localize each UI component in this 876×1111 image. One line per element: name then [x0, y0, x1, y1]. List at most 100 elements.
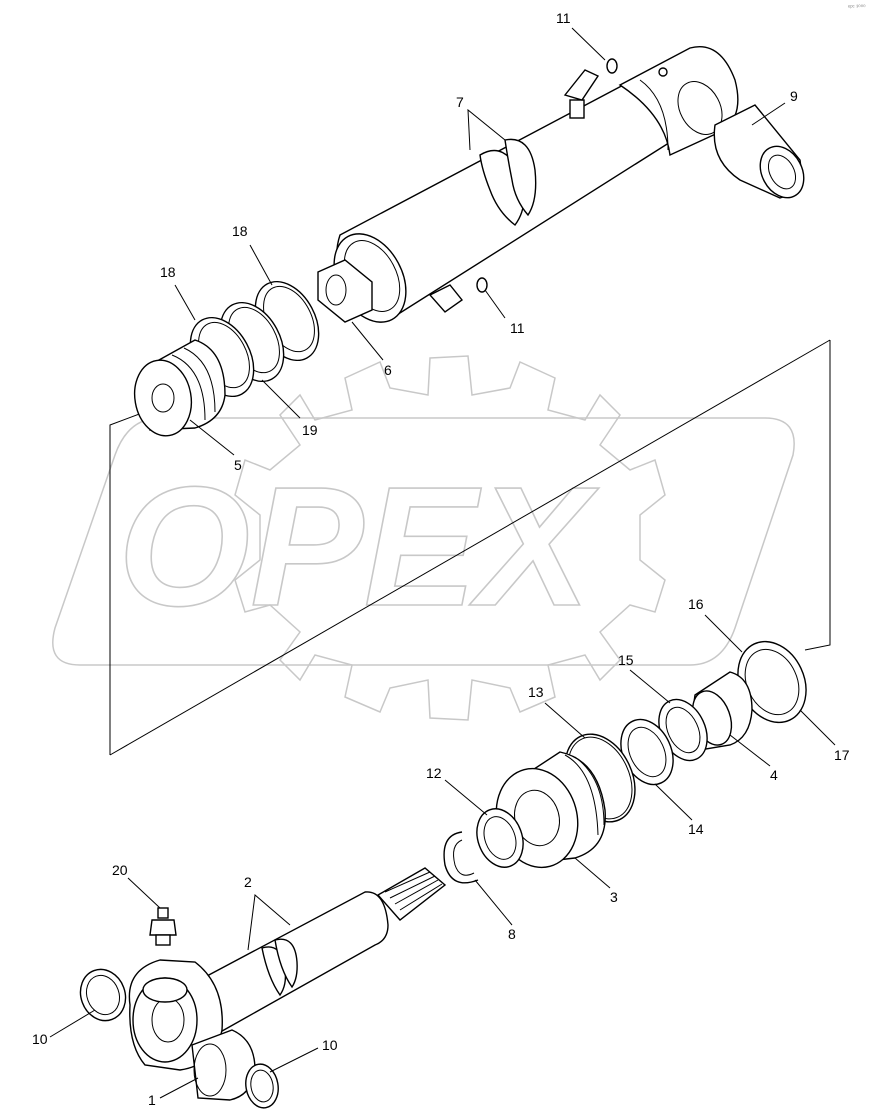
leader-19	[261, 379, 301, 419]
nipple-hex	[149, 919, 177, 936]
label-4: 4	[770, 767, 778, 783]
leader-10-right	[269, 1047, 319, 1073]
washer-part-10-right	[245, 1063, 279, 1109]
leader-1	[159, 1077, 199, 1099]
barrel-break-b	[504, 138, 537, 217]
gland-thread-2	[574, 756, 605, 826]
leader-18-left	[174, 284, 196, 321]
label-19: 19	[302, 422, 318, 438]
leader-15	[629, 669, 671, 704]
leader-11-bottom	[484, 289, 506, 319]
label-14: 14	[688, 821, 704, 837]
snapring-part-8	[443, 831, 479, 884]
label-9: 9	[790, 88, 798, 104]
label-17: 17	[834, 747, 850, 763]
leader-20	[127, 877, 161, 909]
leader-5	[189, 419, 235, 456]
corner-mark: ᵉᵖᶜ ³⁰⁰⁰	[848, 4, 866, 11]
leader-8	[474, 879, 513, 926]
piston-groove-2	[183, 347, 216, 413]
rod-eye-part-1	[128, 959, 256, 1101]
label-13: 13	[528, 684, 544, 700]
rod-thread-lines	[384, 871, 443, 911]
label-8: 8	[508, 926, 516, 942]
rod-seals	[443, 808, 524, 884]
clevis-collar	[639, 79, 669, 151]
nut-bore	[325, 274, 347, 306]
clevis-bore	[677, 81, 723, 135]
snapring-part-8-inner	[453, 839, 475, 876]
piston-part-5	[133, 339, 226, 437]
piston-face	[133, 359, 193, 437]
oring-part-11-bottom	[476, 277, 488, 293]
eye-bushing-end	[193, 1043, 227, 1097]
watermark-badge-outline	[52, 417, 795, 666]
seal-part-12	[476, 808, 524, 868]
nipple-thread	[155, 934, 171, 946]
grease-boss	[142, 977, 188, 1003]
guide-diagonal	[109, 339, 831, 756]
gland-thread-1	[564, 754, 599, 836]
label-16: 16	[688, 596, 704, 612]
guide-left	[109, 409, 151, 755]
rod-part-2	[189, 867, 447, 1036]
label-18-top: 18	[232, 223, 248, 239]
seal-part-12-inner	[483, 816, 517, 860]
barrel-part-7	[333, 46, 739, 323]
grease-hole	[658, 67, 668, 77]
rod-thread	[376, 867, 447, 921]
leader-2	[247, 894, 291, 951]
part-labels: 11 9 7 11 6 18 18 19 5 16 15 13 17 4 14 …	[32, 10, 850, 1108]
leader-17	[799, 709, 836, 746]
nut-hex	[317, 259, 373, 323]
watermark-text: OPEX	[118, 452, 599, 642]
head-elbow-fitting	[428, 284, 464, 313]
leader-12	[444, 779, 488, 816]
bushing-part-9	[713, 104, 805, 199]
label-18-left: 18	[160, 264, 176, 280]
label-12: 12	[426, 765, 442, 781]
assembly-guide-lines	[109, 339, 831, 756]
barrel-elbow-fitting	[563, 69, 600, 101]
nut-part-6	[317, 259, 373, 323]
oring-part-11-top	[606, 58, 618, 74]
washer-part-10-left-inner	[85, 974, 121, 1016]
label-1: 1	[148, 1092, 156, 1108]
guide-right	[804, 340, 831, 651]
rod-break-b	[274, 938, 298, 989]
leader-14	[654, 783, 693, 821]
head-seals	[564, 640, 807, 823]
label-15: 15	[618, 652, 634, 668]
barrel-port-boss	[569, 99, 585, 119]
label-10-right: 10	[322, 1037, 338, 1053]
nipple-head	[157, 907, 169, 919]
bushing-end	[759, 145, 805, 199]
leader-7	[467, 108, 506, 151]
label-10-left: 10	[32, 1031, 48, 1047]
leader-4	[729, 734, 771, 767]
watermark-gear-outline	[234, 355, 666, 721]
leader-lines	[49, 27, 836, 1099]
grease-nipple-part-20	[149, 907, 177, 946]
label-7: 7	[456, 94, 464, 110]
piston-groove-1	[171, 354, 206, 421]
label-6: 6	[384, 362, 392, 378]
leader-13	[544, 702, 586, 739]
leader-16	[704, 614, 743, 653]
leader-6	[351, 321, 384, 361]
leader-3	[574, 857, 611, 889]
label-11-bottom: 11	[510, 320, 525, 336]
leader-11-top	[571, 27, 606, 61]
piston-bore	[151, 383, 175, 413]
watermark: OPEX	[52, 355, 795, 721]
seal-part-14-inner	[627, 726, 667, 778]
label-5: 5	[234, 457, 242, 473]
leader-18-top	[249, 244, 273, 286]
leader-10-left	[49, 1009, 96, 1038]
leader-9	[751, 102, 786, 126]
label-20: 20	[112, 862, 128, 878]
seal-part-15-inner	[665, 706, 701, 754]
bushing-bore	[767, 154, 797, 190]
